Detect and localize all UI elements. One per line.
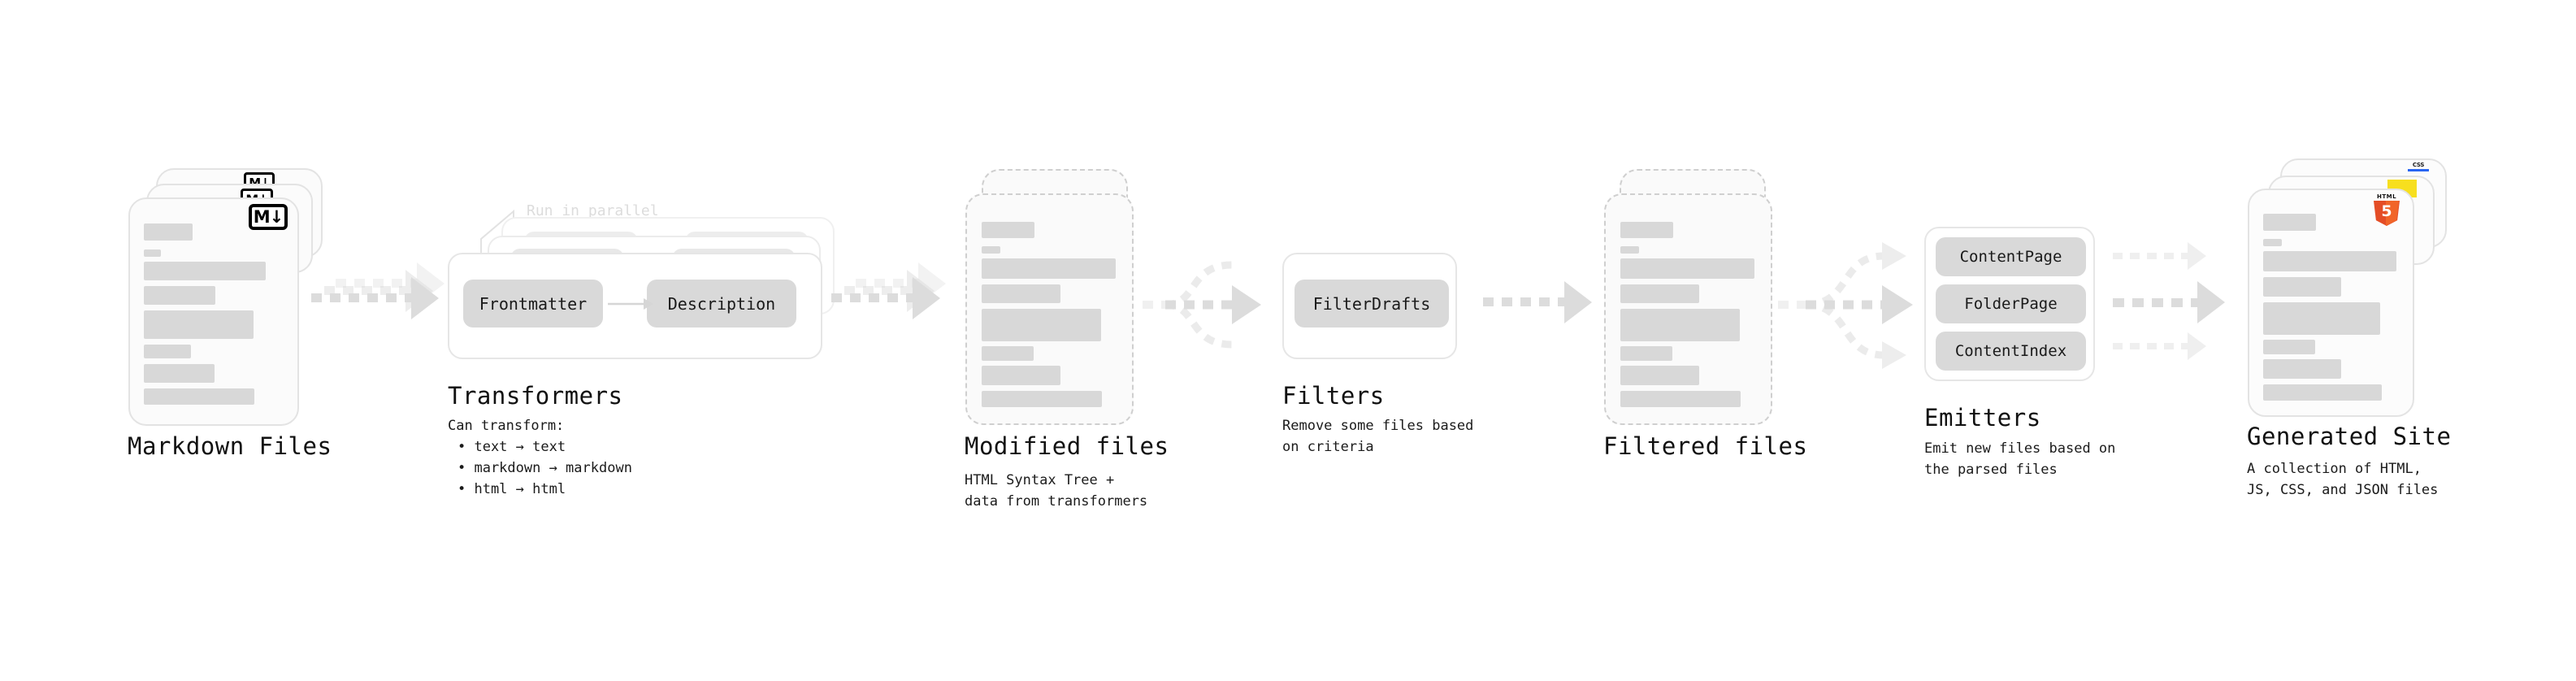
arrow-markdown-to-transformers [311,262,458,325]
placeholder-bar [1620,284,1699,303]
placeholder-bar [1620,346,1672,361]
placeholder-bar [1620,222,1673,238]
placeholder-bar [982,222,1034,238]
stage-title-transformers: Transformers [448,382,623,410]
filters-subtitle: Remove some files based on criteria [1282,418,1474,455]
placeholder-bar [2263,214,2316,231]
transform-arrow-front [608,298,653,310]
transformers-subtitle: Can transform: [448,418,565,434]
html5-icon-digit: 5 [2381,202,2392,220]
css-icon: CSS [2408,162,2429,171]
placeholder-bar [144,223,193,241]
modified-files-subtitle: HTML Syntax Tree + data from transformer… [965,472,1148,510]
arrow-filters-to-filtered [1483,281,1613,329]
stage-title-modified-files: Modified files [965,432,1169,460]
chip-contentindex[interactable]: ContentIndex [1936,332,2086,371]
placeholder-bar [2263,277,2341,297]
html5-icon-label: HTML [2376,193,2397,200]
stage-title-emitters: Emitters [1924,404,2041,432]
placeholder-bar [982,309,1101,341]
stage-title-filtered-files: Filtered files [1603,432,1808,460]
placeholder-bar [2263,239,2282,246]
placeholder-bar [982,366,1060,385]
placeholder-bar [1620,391,1741,407]
markdown-icon: M↓ [249,204,288,230]
placeholder-bar [144,345,191,358]
chip-filterdrafts[interactable]: FilterDrafts [1295,280,1449,327]
html5-icon: HTML 5 [2373,193,2400,226]
placeholder-bar [144,249,161,257]
placeholder-bar [1620,246,1639,254]
transformers-bullet-0: • text → text [458,439,566,455]
placeholder-bar [144,310,254,339]
stage-title-markdown-files: Markdown Files [128,432,332,460]
chip-description[interactable]: Description [647,280,796,327]
transformers-bullet-2: • html → html [458,481,566,497]
chip-contentpage[interactable]: ContentPage [1936,237,2086,276]
chip-folderpage[interactable]: FolderPage [1936,284,2086,323]
placeholder-bar [982,258,1116,279]
placeholder-bar [2263,384,2382,401]
parallel-note: Run in parallel [527,202,659,219]
placeholder-bar [1620,366,1699,385]
placeholder-bar [2263,302,2380,335]
placeholder-bar [1620,309,1740,341]
placeholder-bar [982,284,1060,303]
html5-icon-shield-inner [2386,201,2399,226]
css-icon-rule [2408,169,2429,171]
placeholder-bar [2263,340,2315,354]
placeholder-bar [2263,251,2396,271]
placeholder-bar [982,391,1102,407]
placeholder-bar [2263,359,2341,379]
stage-title-generated-site: Generated Site [2247,423,2452,450]
css-icon-label: CSS [2412,162,2425,168]
chip-frontmatter[interactable]: Frontmatter [463,280,603,327]
emitters-subtitle: Emit new files based on the parsed files [1924,440,2116,478]
generated-site-subtitle: A collection of HTML, JS, CSS, and JSON … [2247,461,2439,498]
transformers-bullet-1: • markdown → markdown [458,460,632,476]
placeholder-bar [144,262,266,280]
placeholder-bar [144,388,254,405]
stage-title-filters: Filters [1282,382,1385,410]
placeholder-bar [982,346,1034,361]
arrow-transformers-to-modified [831,262,978,325]
placeholder-bar [1620,258,1754,279]
placeholder-bar [144,286,215,305]
placeholder-bar [144,364,215,383]
placeholder-bar [982,246,1000,254]
